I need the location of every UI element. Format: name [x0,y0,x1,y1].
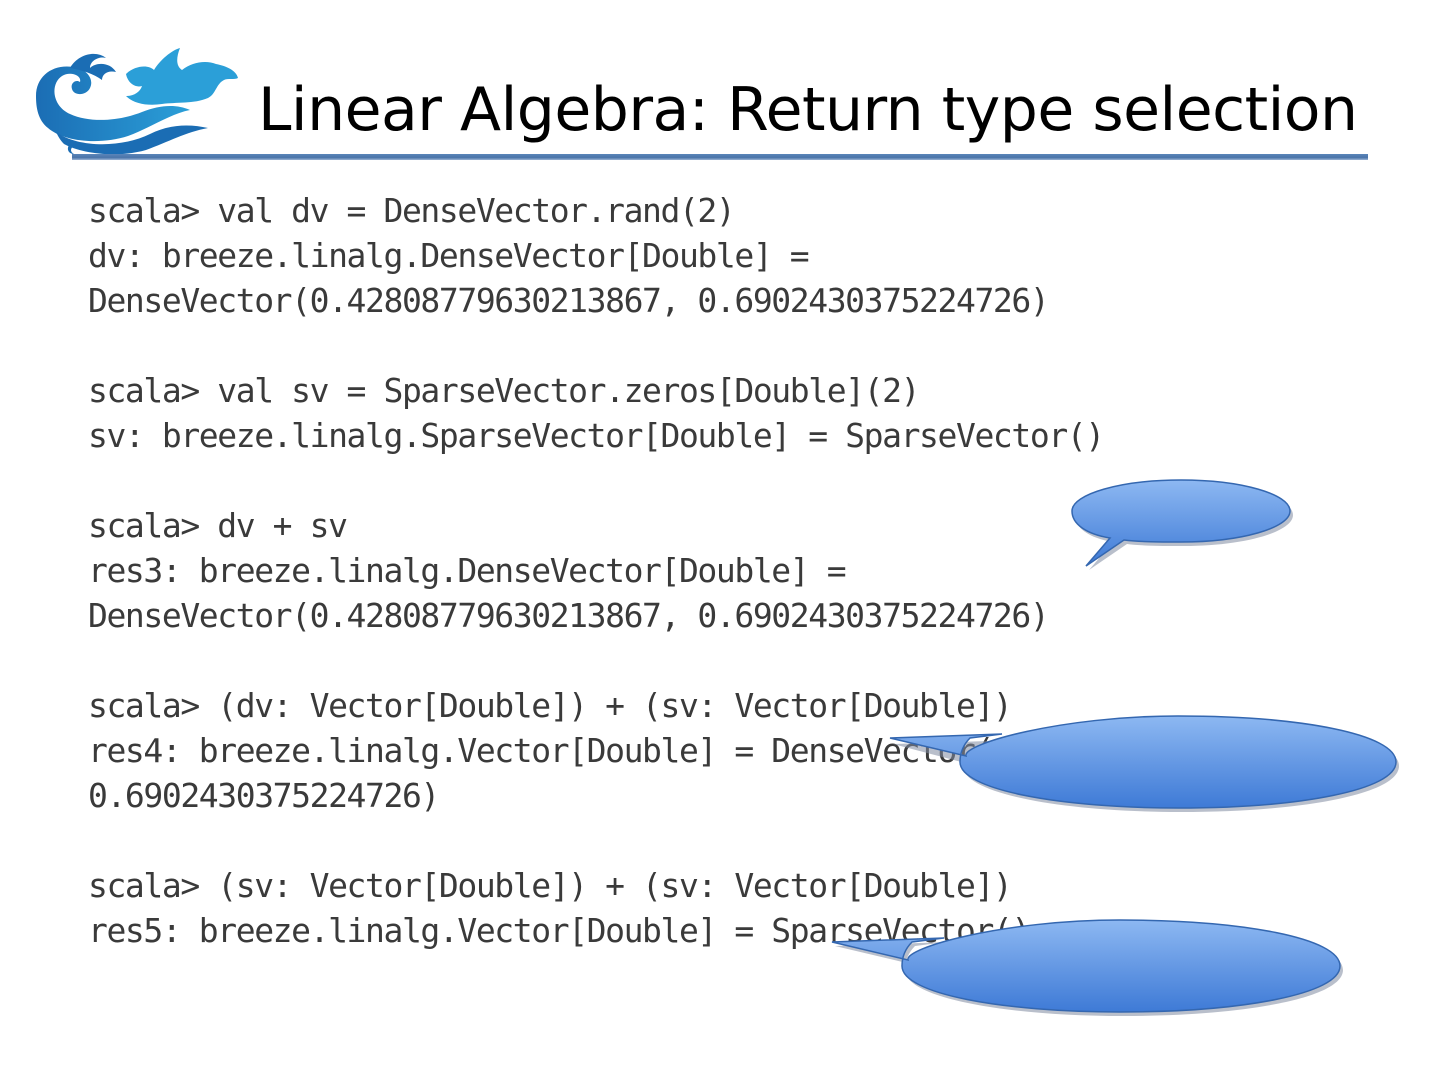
callout-dynamic-line: Dynamic: Sparse [0,18,122,35]
code-line: 0.6902430375224726) [88,776,440,815]
callout-dynamic-line: Dynamic: Dense [0,18,118,35]
code-line: scala> dv + sv [88,506,348,545]
callout-vector-dense-text: Static: Vector Dynamic: Dense [0,0,117,36]
title-underline [72,154,1368,160]
code-line: res3: breeze.linalg.DenseVector[Double] … [88,551,847,590]
code-line: DenseVector(0.42808779630213867, 0.69024… [88,596,1050,635]
code-line: scala> val dv = DenseVector.rand(2) [88,191,736,230]
slide-title: Linear Algebra: Return type selection [258,75,1358,145]
callout-dense-text: Dense [0,0,47,17]
code-line: dv: breeze.linalg.DenseVector[Double] = [88,236,810,275]
code-line: scala> val sv = SparseVector.zeros[Doubl… [88,371,920,410]
speech-bubble-shape [1071,479,1293,570]
code-line: DenseVector(0.42808779630213867, 0.69024… [88,281,1050,320]
code-line: sv: breeze.linalg.SparseVector[Double] =… [88,416,1105,455]
blank-line [88,323,1288,368]
wave-dog-logo-icon [36,48,238,155]
speech-bubble-shape [831,919,1343,1016]
callout-static-line: Static: Vector [13,0,109,17]
callout-static-line: Static: Vector [11,0,106,17]
blank-line [88,638,1288,683]
speech-bubble-shape [889,715,1399,812]
code-line: scala> (dv: Vector[Double]) + (sv: Vecto… [88,686,1013,725]
callout-vector-sparse-text: Static: Vector Dynamic: Sparse [0,0,122,36]
code-line: scala> (sv: Vector[Double]) + (sv: Vecto… [88,866,1013,905]
